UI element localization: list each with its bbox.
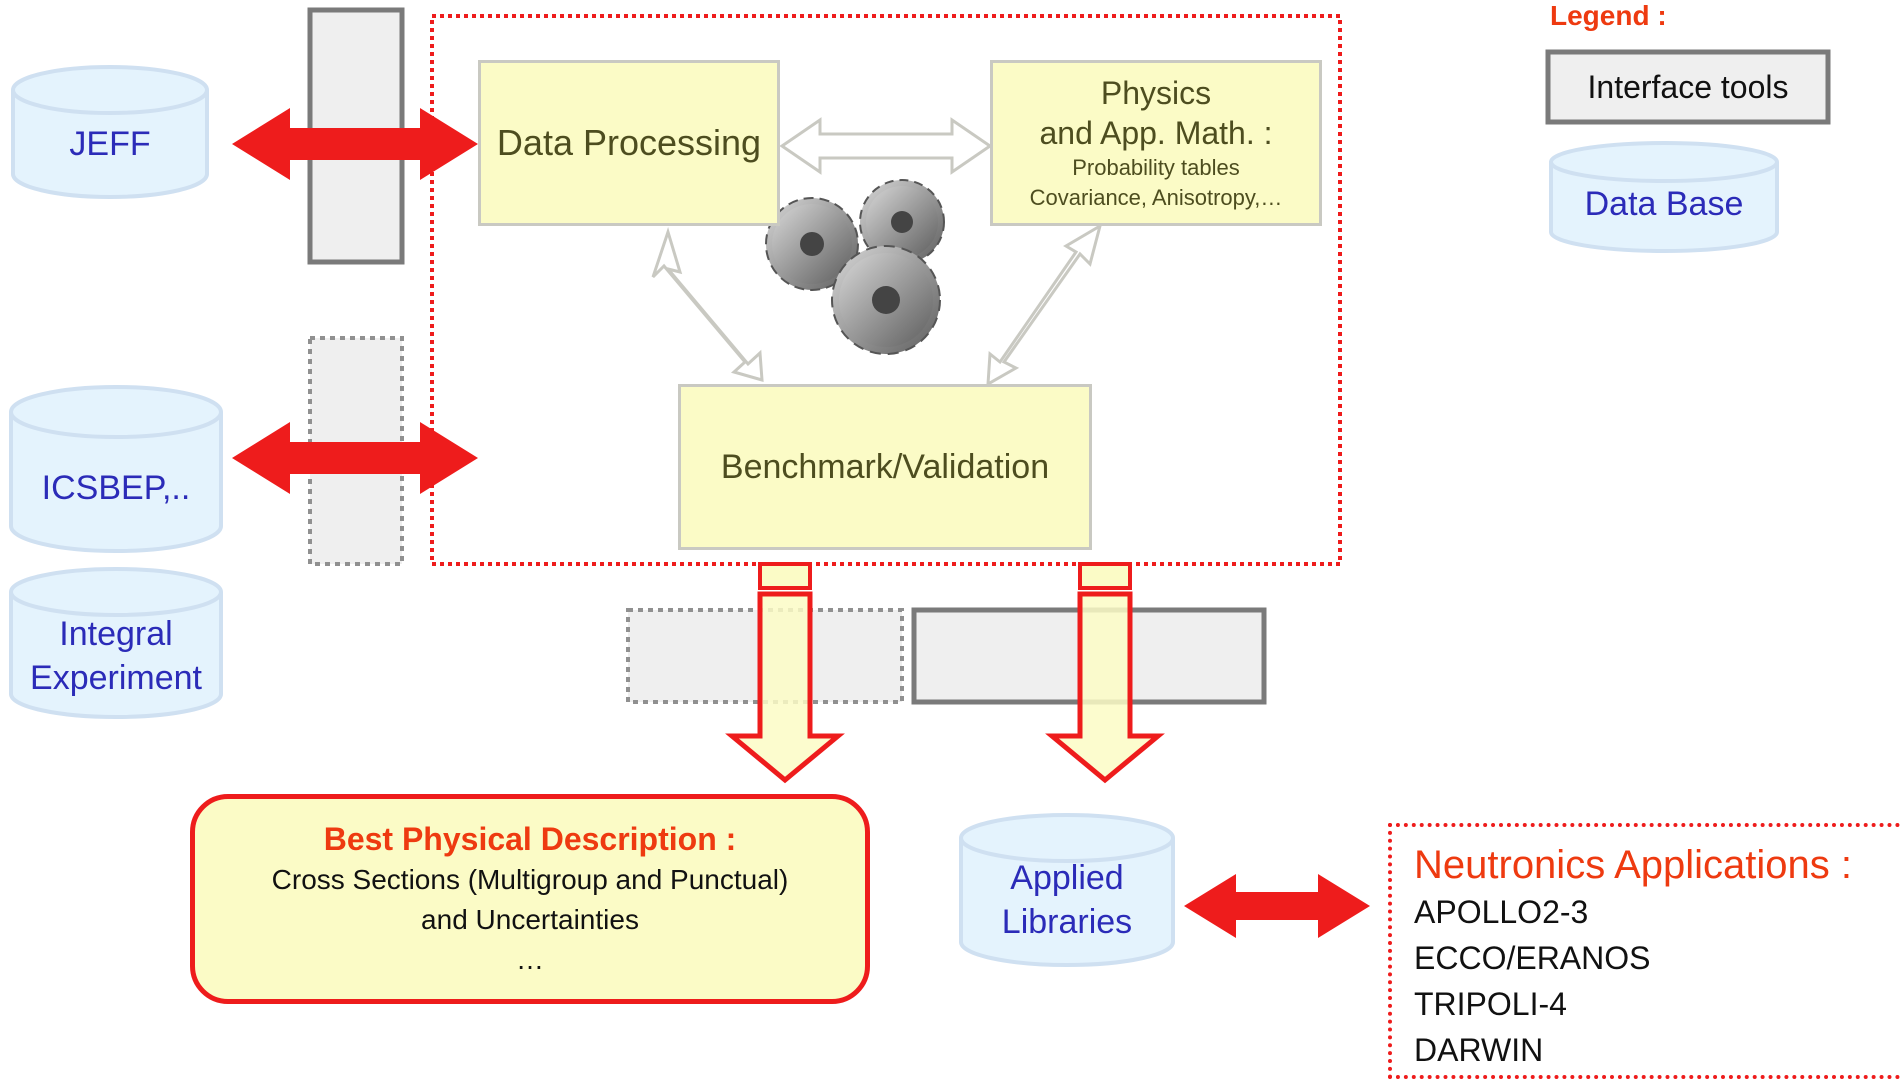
db-label-jeff: JEFF <box>69 125 151 163</box>
physics-label-4: Covariance, Anisotropy,… <box>1029 185 1283 210</box>
neutronics-title: Neutronics Applications : <box>1414 843 1853 887</box>
cylinder-icon <box>1549 141 1779 253</box>
down-arrow-applied <box>1045 562 1165 784</box>
physics-label-1: Physics <box>1100 75 1212 111</box>
legend-database: Data Base <box>1548 140 1780 254</box>
best-title: Best Physical Description : <box>323 821 737 857</box>
best-physical-description-box: Best Physical Description : Cross Sectio… <box>190 794 870 1004</box>
neutronics-item: TRIPOLI-4 <box>1414 986 1567 1022</box>
data-processing-label: Data Processing <box>496 122 762 163</box>
db-label-applied-2: Libraries <box>1001 903 1133 941</box>
arrow-physics-benchmark <box>986 222 1103 387</box>
legend-database-label: Data Base <box>1584 185 1744 223</box>
database-applied-libraries: Applied Libraries <box>958 812 1176 968</box>
database-jeff: JEFF <box>10 64 210 200</box>
database-integral-experiment: Integral Experiment <box>8 566 224 720</box>
neutronics-item: ECCO/ERANOS <box>1414 940 1651 976</box>
cylinder-icon <box>959 813 1175 967</box>
arrow-dataproc-physics <box>779 117 993 175</box>
legend-interface-label: Interface tools <box>1587 69 1789 105</box>
double-arrow-icsbep <box>232 422 478 494</box>
neutronics-applications-box: Neutronics Applications : APOLLO2-3 ECCO… <box>1388 823 1901 1079</box>
benchmark-label: Benchmark/Validation <box>720 447 1050 486</box>
down-arrow-best <box>725 562 845 784</box>
physics-label-3: Probability tables <box>1072 155 1240 180</box>
physics-label-2: and App. Math. : <box>1039 115 1273 151</box>
data-processing-box: Data Processing <box>478 60 780 226</box>
physics-box: Physics and App. Math. : Probability tab… <box>990 60 1322 226</box>
cylinder-icon <box>11 65 209 199</box>
gears-icon <box>765 179 945 355</box>
neutronics-item: APOLLO2-3 <box>1414 894 1589 930</box>
best-line-2: and Uncertainties <box>421 904 639 935</box>
benchmark-box: Benchmark/Validation <box>678 384 1092 550</box>
db-label-integral-1: Integral <box>59 615 173 653</box>
db-label-applied-1: Applied <box>1010 859 1124 897</box>
best-line-1: Cross Sections (Multigroup and Punctual) <box>271 864 789 895</box>
double-arrow-jeff <box>232 108 478 180</box>
legend-interface-box <box>1545 49 1831 125</box>
neutronics-item: DARWIN <box>1414 1032 1544 1068</box>
cylinder-icon <box>9 567 223 719</box>
best-line-3: … <box>516 944 544 975</box>
cylinder-icon <box>9 385 223 553</box>
db-label-integral-2: Experiment <box>30 659 202 697</box>
database-icsbep: ICSBEP,.. <box>8 384 224 554</box>
legend-title: Legend : <box>1550 0 1667 31</box>
double-arrow-neutronics <box>1184 874 1370 938</box>
arrow-dataproc-benchmark <box>651 227 764 383</box>
db-label-icsbep: ICSBEP,.. <box>41 469 191 507</box>
